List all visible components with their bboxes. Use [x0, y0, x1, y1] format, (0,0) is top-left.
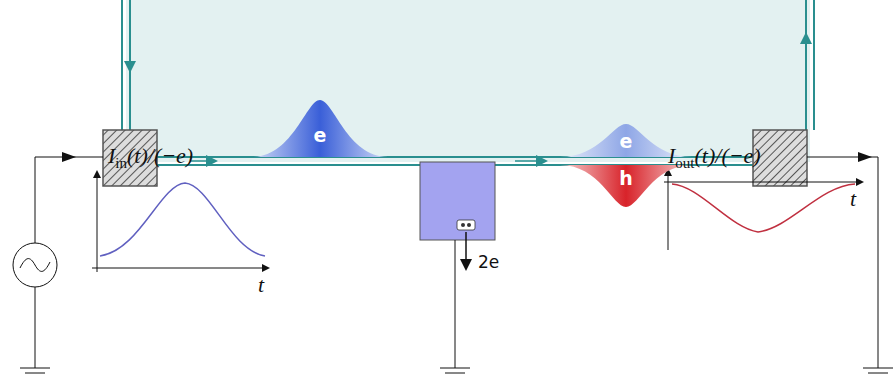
time-axis-label: t: [258, 272, 264, 298]
wave-packet: e: [252, 100, 388, 157]
label-text: t: [850, 186, 856, 211]
time-axis-label: t: [850, 186, 856, 212]
label-text: I: [108, 143, 115, 168]
label-text: t: [258, 272, 264, 297]
input-current-label: Iin(t)/(−e): [108, 143, 193, 172]
wave-packet: h: [560, 165, 692, 207]
particle-label: e: [252, 124, 388, 146]
label-text: I: [668, 143, 675, 168]
cooper-pair-charge: 2e: [478, 252, 499, 272]
output-current-label: Iout(t)/(−e): [668, 143, 761, 172]
label-text: (t)/(−e): [127, 143, 193, 168]
label-text: 2e: [478, 252, 499, 272]
label-text: (t)/(−e): [695, 143, 761, 168]
subscript: out: [675, 155, 694, 171]
subscript: in: [115, 155, 127, 171]
particle-label: h: [560, 167, 692, 189]
